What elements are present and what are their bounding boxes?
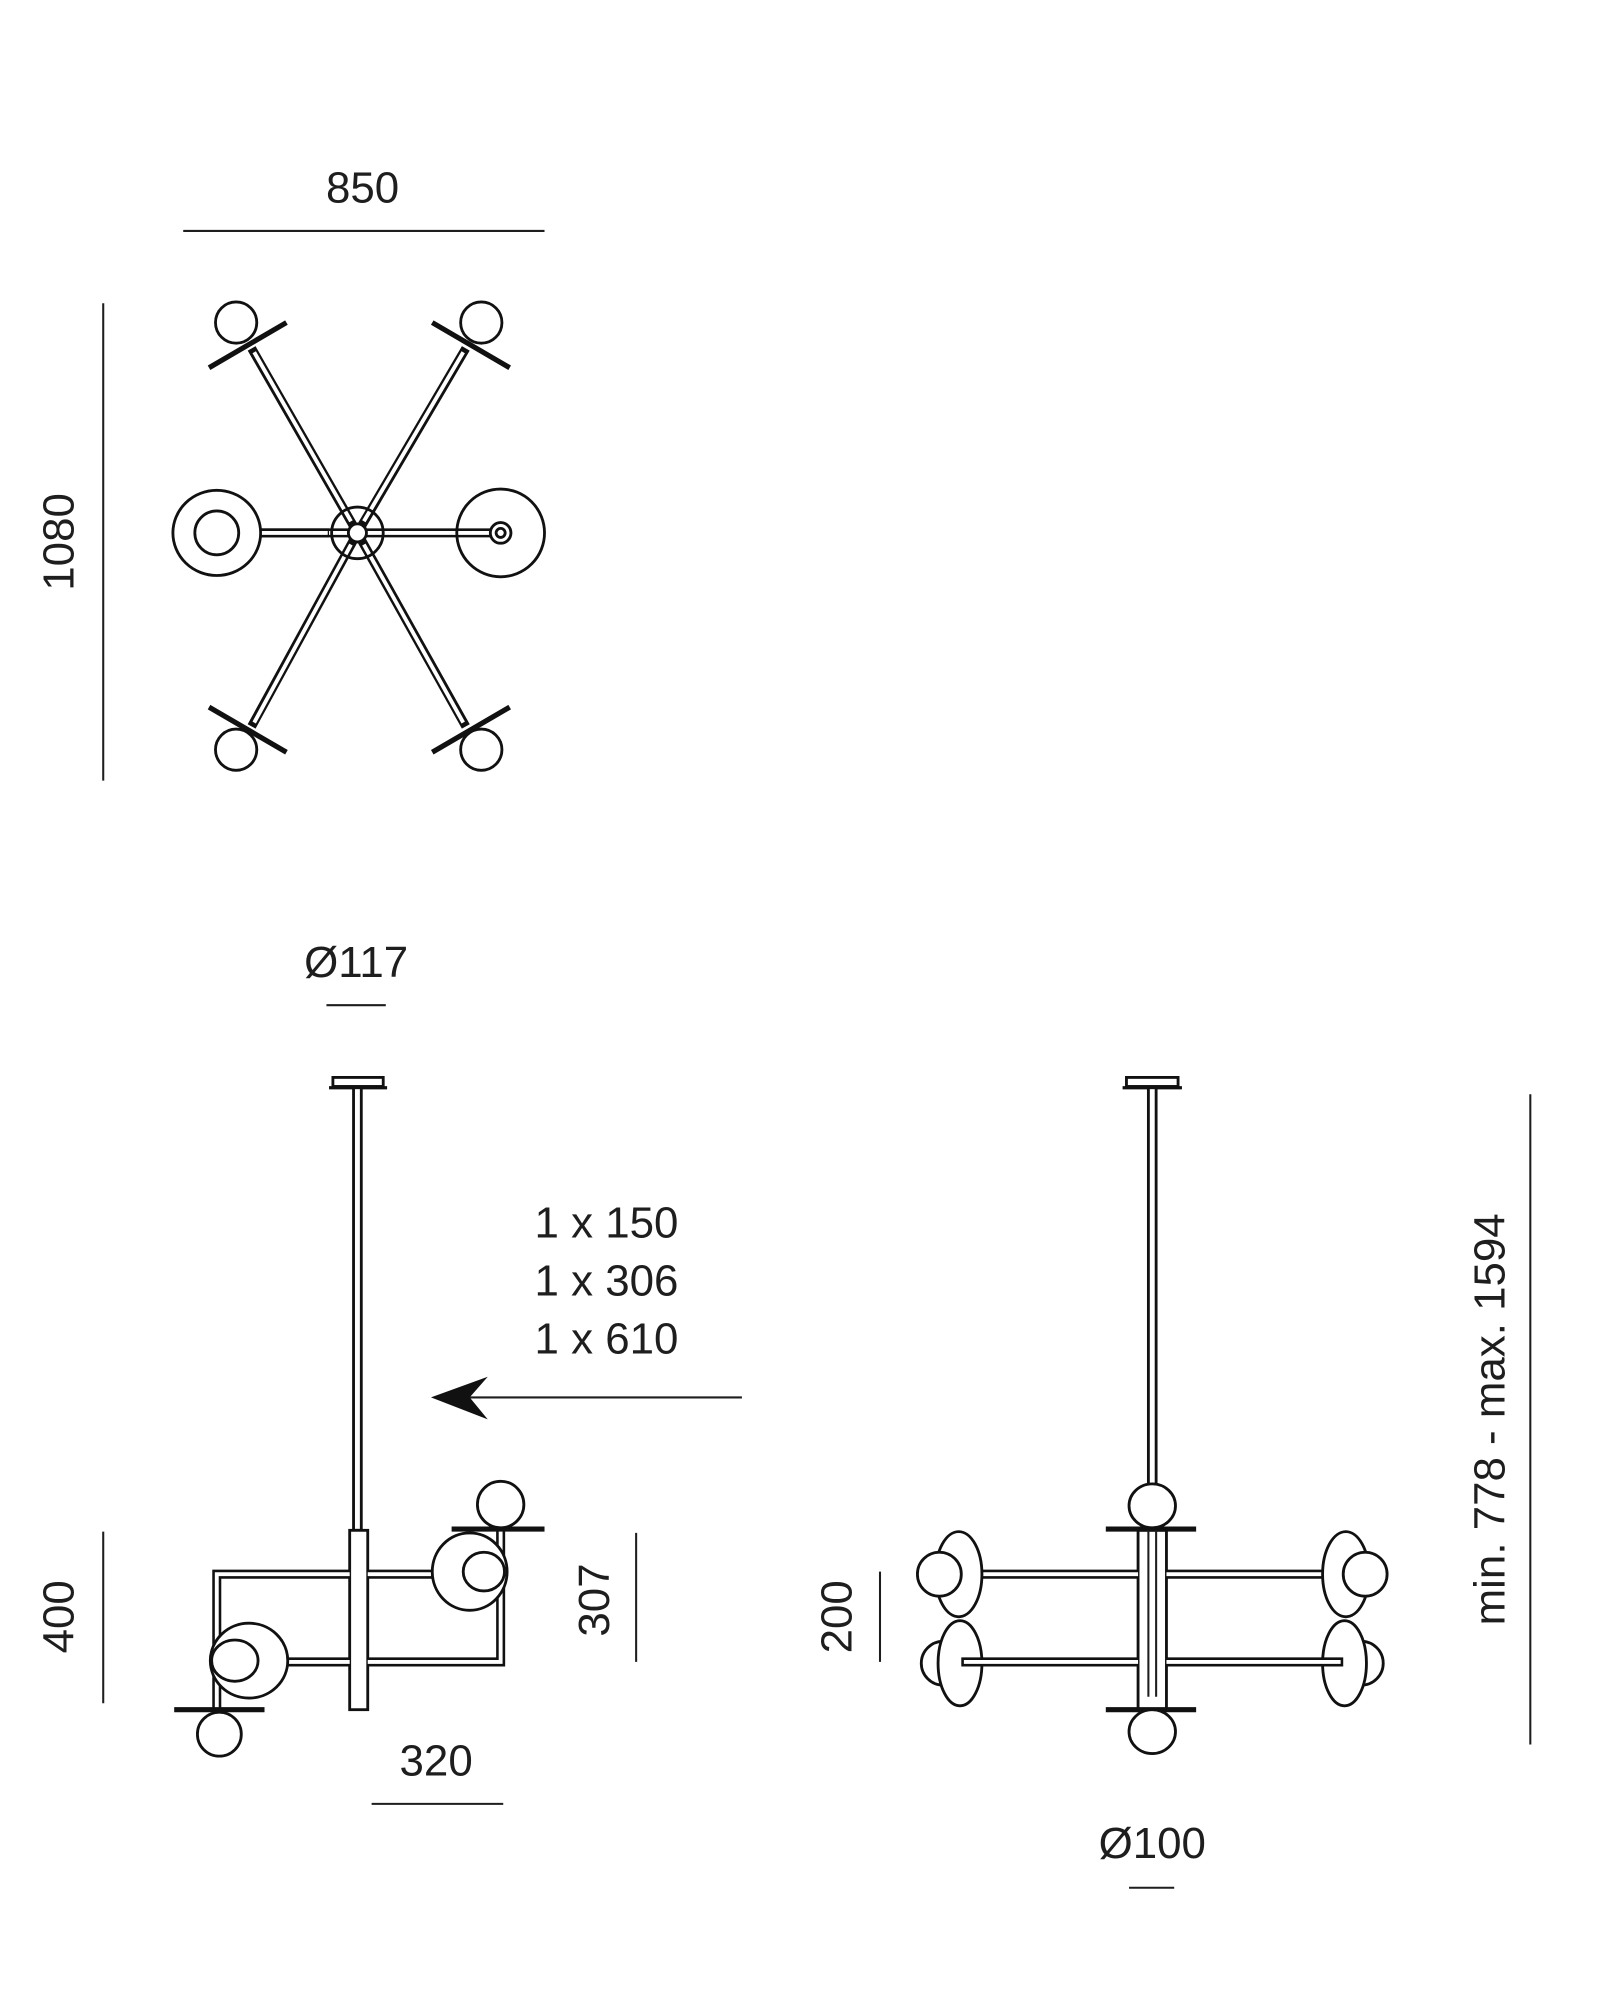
depth-dimension-label: 320 (400, 1736, 473, 1785)
globe (1127, 1708, 1177, 1755)
width-dimension-label: 850 (326, 164, 399, 213)
lamp-body (1136, 1528, 1168, 1712)
globe (459, 727, 504, 772)
arm-spacing-label: 307 (570, 1563, 619, 1636)
globe (476, 1479, 526, 1530)
front-view: 200 Ø100 min. 778 - max. 1594 (813, 1076, 1532, 1889)
rod-lengths: 1 x 150 1 x 306 1 x 610 (535, 1198, 679, 1363)
globe-diameter-label: Ø100 (1099, 1819, 1206, 1868)
arrow-icon (430, 1376, 742, 1420)
suspension-rod (1146, 1086, 1158, 1490)
suspension-rod (352, 1086, 363, 1532)
globe (1341, 1550, 1389, 1598)
side-view: Ø117 1 x 150 1 x 306 1 x 610 400 307 (35, 938, 742, 1805)
globe (214, 300, 259, 345)
globe (196, 1710, 243, 1758)
globe (459, 300, 504, 345)
canopy-diameter-label: Ø117 (304, 938, 408, 987)
overall-height-label: min. 778 - max. 1594 (1466, 1213, 1515, 1625)
lamp-body (348, 1528, 370, 1712)
rod-length-option: 1 x 306 (535, 1256, 679, 1305)
ceiling-canopy (331, 1076, 385, 1088)
globe (214, 727, 259, 772)
disc-shade (455, 487, 546, 579)
top-view: 850 1080 (35, 164, 546, 781)
arm-spacing-label: 200 (813, 1580, 862, 1653)
globe (1127, 1482, 1177, 1530)
rod-length-option: 1 x 150 (535, 1198, 679, 1247)
globe (916, 1550, 963, 1598)
depth-dimension-label: 1080 (35, 493, 84, 591)
ceiling-canopy (1125, 1076, 1180, 1088)
hub (330, 505, 385, 561)
height-dimension-label: 400 (35, 1580, 84, 1653)
rod-length-option: 1 x 610 (535, 1315, 679, 1364)
